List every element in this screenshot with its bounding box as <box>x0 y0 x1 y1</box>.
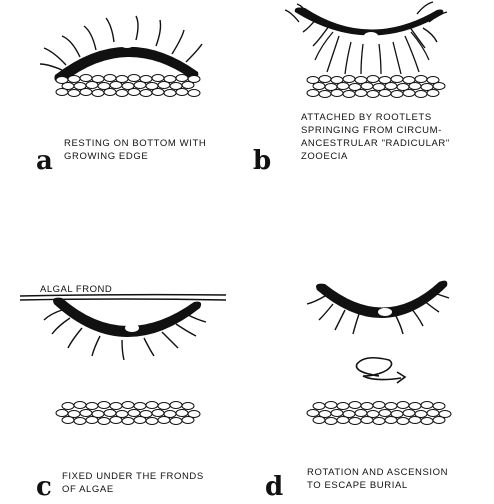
panel-letter-a: a <box>36 148 53 174</box>
caption-b: ATTACHED BY ROOTLETS SPRINGING FROM CIRC… <box>301 111 450 163</box>
caption-d: ROTATION AND ASCENSION TO ESCAPE BURIAL <box>307 466 448 492</box>
panel-d: d ROTATION AND ASCENSION TO ESCAPE BURIA… <box>247 252 494 504</box>
panel-a: a RESTING ON BOTTOM WITH GROWING EDGE <box>0 0 247 252</box>
panel-c: ALGAL FROND c FIXED UNDER THE F <box>0 252 247 504</box>
caption-a: RESTING ON BOTTOM WITH GROWING EDGE <box>64 137 206 163</box>
panel-b: b ATTACHED BY ROOTLETS SPRINGING FROM CI… <box>247 0 494 252</box>
panel-letter-b: b <box>253 148 271 174</box>
colony-under-algal-frond <box>0 252 247 504</box>
panel-letter-d: d <box>265 474 283 500</box>
panel-letter-c: c <box>36 474 52 500</box>
colony-resting-on-bottom <box>0 0 247 252</box>
rotation-arrow-icon <box>356 358 405 383</box>
caption-c: FIXED UNDER THE FRONDS OF ALGAE <box>62 470 204 496</box>
